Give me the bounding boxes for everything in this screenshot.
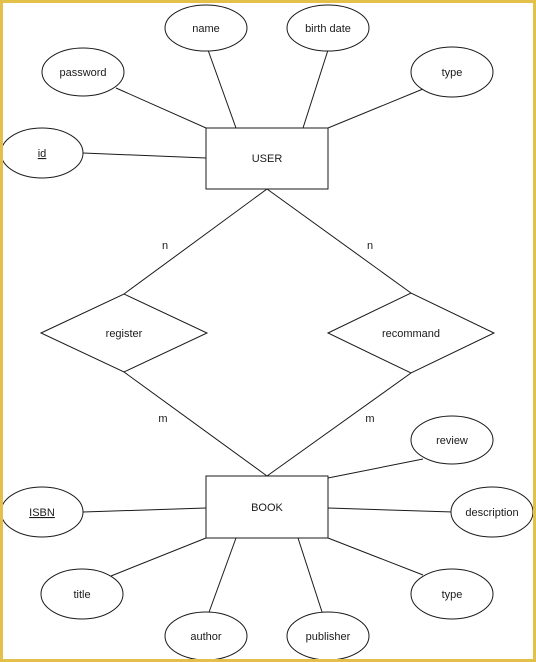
attribute-password: password bbox=[41, 47, 125, 97]
recommand-label: recommand bbox=[382, 328, 440, 340]
attribute-author-label: author bbox=[190, 631, 222, 643]
edge-user-id bbox=[82, 152, 207, 159]
connectors bbox=[82, 49, 454, 616]
edge-book-isbn bbox=[82, 507, 207, 513]
edge-book-description bbox=[327, 507, 454, 513]
edge-user-recommand bbox=[266, 188, 412, 294]
attribute-name-label: name bbox=[192, 23, 220, 35]
attribute-book-type-label: type bbox=[442, 589, 463, 601]
edge-book-title bbox=[110, 537, 207, 577]
attribute-user-type: type bbox=[410, 46, 494, 98]
attribute-publisher-label: publisher bbox=[306, 631, 351, 643]
recommand-relationship: recommand bbox=[326, 292, 496, 374]
attribute-id: id bbox=[3, 127, 84, 179]
attribute-review-label: review bbox=[436, 435, 468, 447]
attribute-birth-date: birth date bbox=[286, 4, 370, 52]
register-label: register bbox=[106, 328, 143, 340]
cardinality-register-user: n bbox=[162, 240, 168, 252]
cardinality-recommand-user: n bbox=[367, 240, 373, 252]
attribute-title: title bbox=[40, 568, 124, 620]
attribute-password-label: password bbox=[59, 67, 106, 79]
edge-user-register bbox=[123, 188, 268, 295]
attribute-birth-date-label: birth date bbox=[305, 23, 351, 35]
edge-book-review bbox=[327, 458, 424, 479]
edge-user-birth-date bbox=[302, 49, 329, 129]
edge-user-name bbox=[207, 49, 237, 129]
cardinality-recommand-book: m bbox=[365, 413, 374, 425]
edge-user-password bbox=[115, 87, 207, 129]
attribute-isbn: ISBN bbox=[3, 486, 84, 538]
register-relationship: register bbox=[39, 293, 209, 373]
attribute-review: review bbox=[410, 415, 494, 465]
attribute-author: author bbox=[164, 611, 248, 659]
book-entity-label: BOOK bbox=[251, 502, 283, 514]
attribute-isbn-label: ISBN bbox=[29, 507, 55, 519]
attribute-name: name bbox=[164, 4, 248, 52]
edge-user-type bbox=[327, 88, 424, 129]
attribute-id-label: id bbox=[38, 148, 47, 160]
edge-book-type bbox=[327, 537, 424, 576]
cardinality-register-book: m bbox=[158, 413, 167, 425]
attribute-title-label: title bbox=[73, 589, 90, 601]
attribute-user-type-label: type bbox=[442, 67, 463, 79]
edge-book-publisher bbox=[297, 537, 324, 616]
attribute-publisher: publisher bbox=[286, 611, 370, 659]
user-entity-label: USER bbox=[252, 153, 283, 165]
edge-book-author bbox=[207, 537, 237, 616]
edge-register-book bbox=[123, 371, 268, 477]
edge-recommand-book bbox=[266, 372, 412, 477]
book-entity: BOOK bbox=[205, 475, 329, 539]
attribute-description: description bbox=[450, 486, 533, 538]
er-diagram: USER BOOK register recommand n n m m pas… bbox=[3, 4, 533, 659]
attribute-book-type: type bbox=[410, 568, 494, 620]
attribute-description-label: description bbox=[465, 507, 518, 519]
user-entity: USER bbox=[205, 127, 329, 190]
